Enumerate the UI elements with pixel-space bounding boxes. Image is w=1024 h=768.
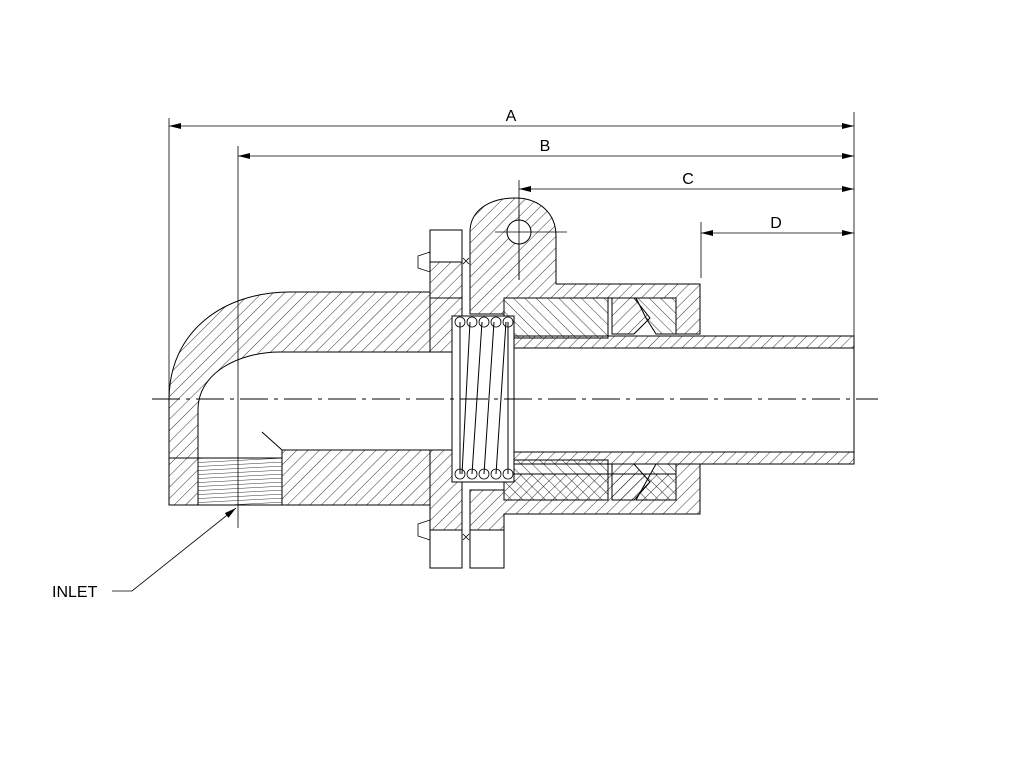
outlet-tube [503,335,855,465]
inlet-callout: INLET [52,507,237,601]
lower-housing-nut [469,529,505,569]
dimension-d-label: D [770,215,782,232]
dimension-a-label: A [506,108,517,125]
dimension-c: C [519,171,854,192]
dimension-d: D [701,215,854,236]
dimension-c-label: C [682,171,694,188]
left-flange [417,229,463,569]
upper-bolt-head [429,229,463,263]
lower-bolt-head [429,529,463,569]
dimension-b-label: B [540,138,551,155]
bearing-blocks [503,297,677,501]
inlet-thread-section [197,457,283,506]
spring-coils [459,321,509,475]
dimension-b: B [238,138,854,159]
ball-bearings [454,316,514,480]
elbow-inlet-body [168,291,431,506]
inlet-label: INLET [52,584,98,601]
dimension-a: A [169,108,854,129]
